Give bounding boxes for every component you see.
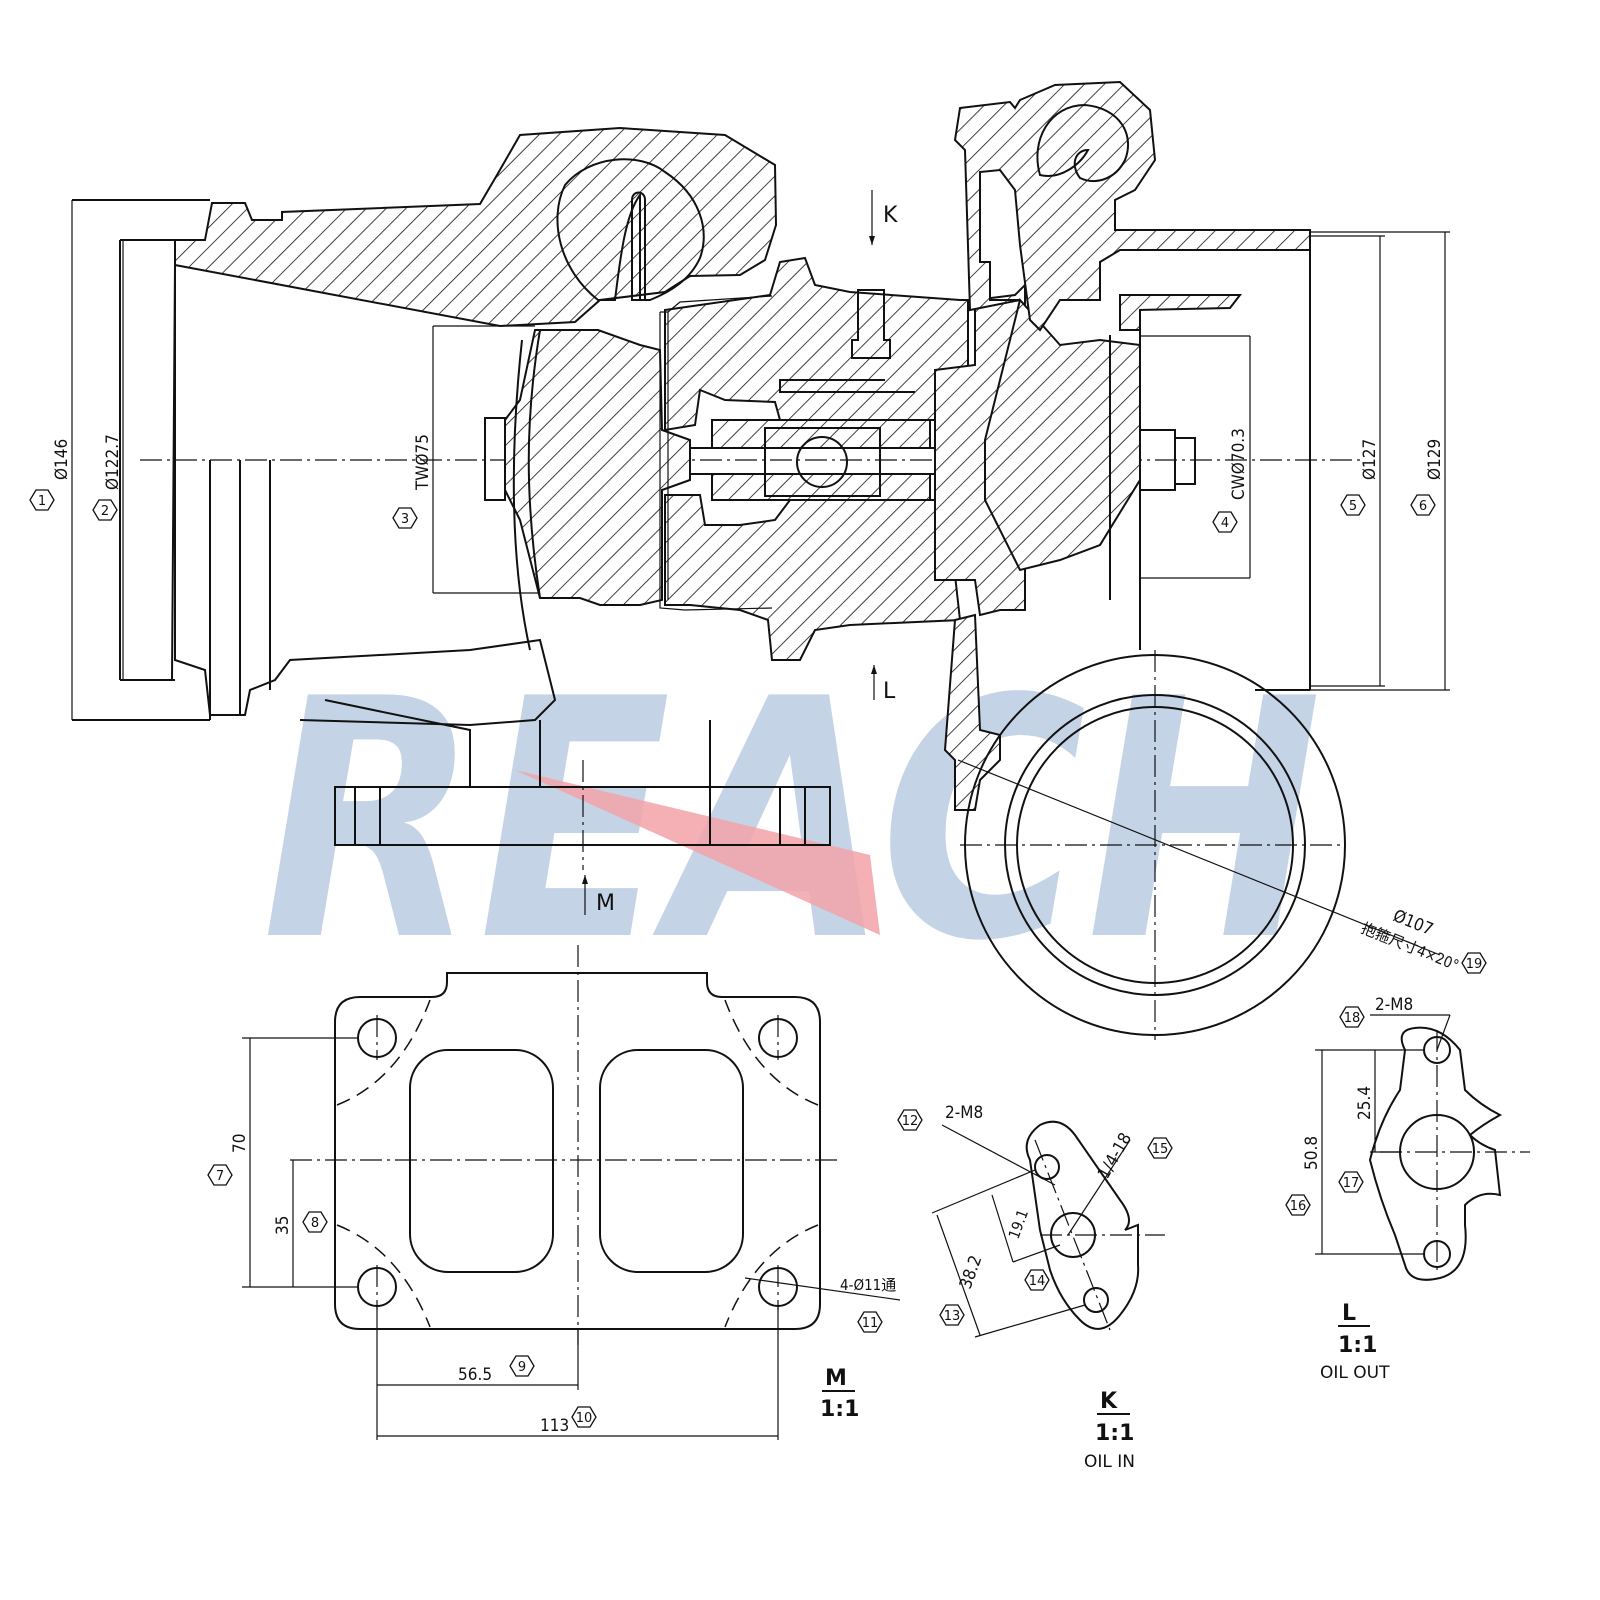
view-k-dim-19-1: 19.1 [1005,1207,1032,1241]
compressor-inlet-lip [1119,294,1243,331]
view-m-hole-note: 4-Ø11通 [840,1276,896,1294]
outlet-label: 19 [1466,957,1483,972]
bearing-ball [796,436,848,488]
turbine-volute-inner [556,158,705,301]
dim-5-text: Ø127 [1360,439,1380,480]
view-k-name: K [1100,1389,1118,1414]
view-k-scale: 1:1 [1095,1421,1134,1446]
dim-1: Ø146 1 [29,200,73,720]
view-l-name: L [1342,1301,1356,1326]
oil-inlet-passage [779,289,915,393]
turbine-volute-web [631,191,646,301]
dim-6-text: Ø129 [1425,439,1445,480]
view-m: 70 7 35 8 56.5 9 113 10 4-Ø11通 11 M 1:1 [207,945,901,1440]
turbine-outlet-flange [72,199,271,721]
heat-shield [659,295,773,611]
journal-bearing [711,419,931,501]
view-m-dim-56-5: 56.5 [458,1365,492,1385]
turbine-blade-lines [512,329,541,651]
svg-text:8: 8 [311,1216,319,1231]
turbine-wheel [504,329,691,606]
dim-6-label: 6 [1419,499,1427,514]
view-k-letter: K [883,203,898,228]
compressor-housing-lower [943,613,1001,811]
view-l-dim-50-8: 50.8 [1302,1136,1322,1170]
svg-text:11: 11 [862,1316,879,1331]
view-m-letter: M [596,891,615,916]
view-k-caption: OIL IN [1084,1452,1135,1472]
section-view: K L M Ø146 1 Ø122.7 2 TWØ75 3 [29,80,1487,1040]
view-m-gasket-dash [336,999,819,1328]
dim-2-label: 2 [101,504,109,519]
dim-4: CWØ70.3 4 [1140,335,1251,579]
view-l-caption: OIL OUT [1320,1363,1390,1383]
svg-text:16: 16 [1290,1199,1307,1214]
svg-text:15: 15 [1152,1142,1169,1157]
view-m-dim-70: 70 [230,1134,250,1153]
view-k-flange-outline [1025,1120,1140,1330]
dim-1-text: Ø146 [52,439,72,480]
turbine-wheel-nut [484,417,506,501]
svg-text:13: 13 [944,1309,961,1324]
view-k-thread: 1/4-18 [1094,1130,1136,1183]
view-l: 2-M8 18 50.8 16 25.4 17 L 1:1 OIL OUT [1285,995,1530,1383]
dim-2-text: Ø122.7 [103,434,123,490]
view-m-scale: 1:1 [820,1397,859,1422]
view-l-scale: 1:1 [1338,1333,1377,1358]
view-k-bolt-note: 2-M8 [945,1103,983,1123]
svg-text:9: 9 [518,1360,526,1375]
view-m-flange-outline [334,972,821,1330]
turbine-housing-upper [174,126,778,328]
dim-3-label: 3 [401,512,409,527]
view-l-letter: L [883,679,896,704]
view-m-dim-35: 35 [273,1216,293,1235]
dim-4-label: 4 [1221,516,1229,531]
svg-text:17: 17 [1343,1176,1360,1191]
bearing-cage [764,427,881,497]
view-m-port-right [599,1049,744,1273]
bearing-housing-upper [664,256,969,432]
view-k-bolt-1 [1034,1154,1060,1180]
svg-text:12: 12 [902,1114,919,1129]
view-l-bolt-note: 2-M8 [1375,995,1413,1015]
view-m-port-left [409,1049,554,1273]
dim-3-text: TWØ75 [413,434,433,491]
turbine-inlet-flange [324,699,831,846]
svg-text:7: 7 [216,1169,224,1184]
dim-5-label: 5 [1349,499,1357,514]
view-m-dim-113: 113 [540,1416,569,1436]
view-m-name: M [825,1366,847,1391]
view-k-bolt-2 [1083,1287,1109,1313]
compressor-housing [953,80,1311,332]
dim-4-text: CWØ70.3 [1229,428,1249,500]
svg-text:10: 10 [576,1411,593,1426]
dim-3: TWØ75 3 [392,325,540,594]
view-l-flange-outline [1368,1026,1503,1281]
view-l-dim-25-4: 25.4 [1355,1086,1375,1120]
dim-6: Ø129 6 [1310,231,1450,691]
svg-text:14: 14 [1029,1274,1046,1289]
watermark-accent [515,770,880,935]
dim-5: Ø127 5 [1310,235,1385,687]
watermark: REACH [262,629,1322,1013]
dim-2: Ø122.7 2 [92,240,124,680]
watermark-text: REACH [262,629,1322,1013]
dim-1-label: 1 [38,494,46,509]
view-k-dim-38-2: 38.2 [956,1253,986,1292]
compressor-inlet [1109,230,1311,691]
view-k: 2-M8 12 1/4-18 15 38.2 13 19.1 14 K 1:1 … [897,1103,1173,1472]
svg-text:18: 18 [1344,1011,1361,1026]
compressor-volute [1036,103,1130,182]
turbine-housing-lower [171,264,557,727]
